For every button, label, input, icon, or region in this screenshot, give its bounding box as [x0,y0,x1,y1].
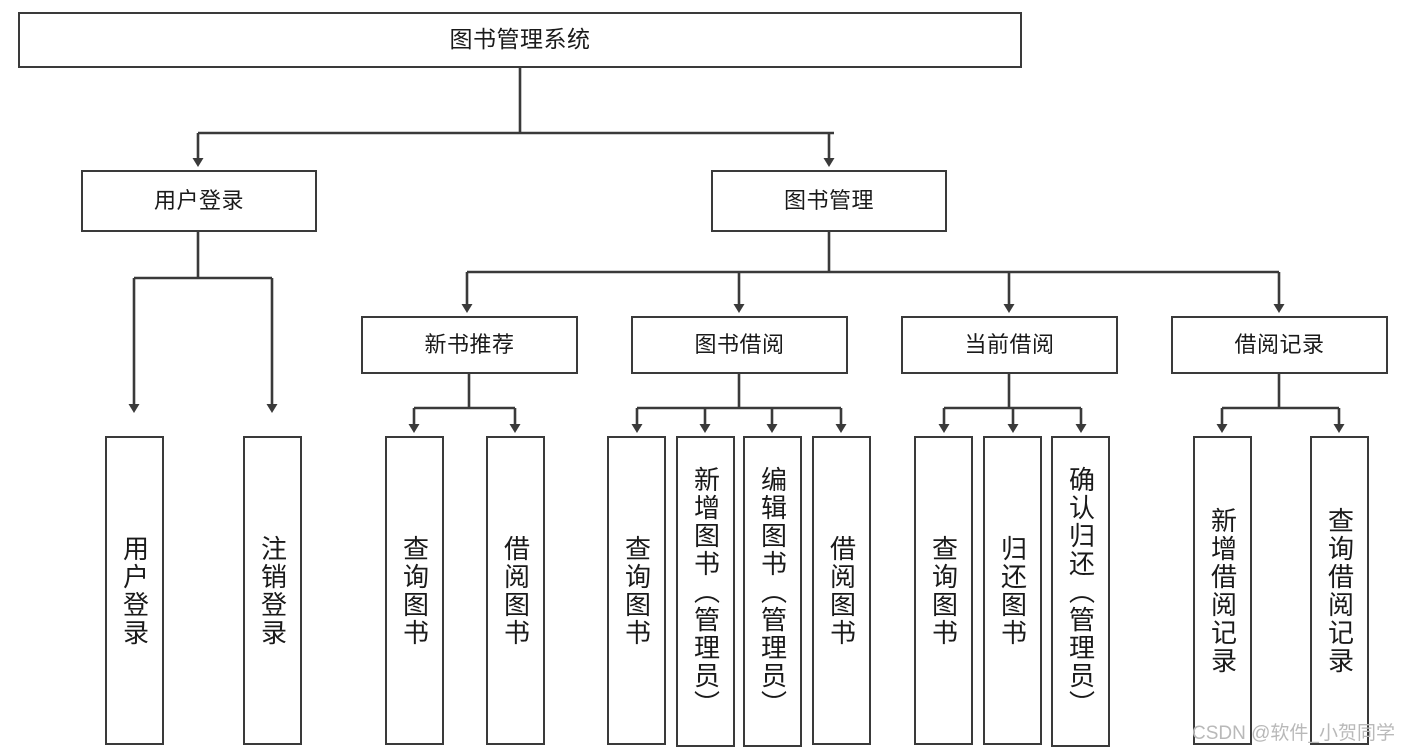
leaf-query-book-current[interactable]: 查询图书 [914,436,973,745]
leaf-query-borrow-record[interactable]: 查询借阅记录 [1310,436,1369,745]
node-label: 新增借阅记录 [1207,506,1238,675]
leaf-edit-book-admin[interactable]: 编辑图书（管理员） [743,436,802,747]
node-label: 归还图书 [997,534,1028,647]
leaf-borrow-book-borrowing[interactable]: 借阅图书 [812,436,871,745]
node-user-login[interactable]: 用户登录 [81,170,317,232]
node-label: 图书管理系统 [449,26,591,53]
node-label: 新增图书（管理员） [690,465,721,718]
node-label: 用户登录 [119,534,150,647]
node-label: 借阅记录 [1234,332,1325,358]
leaf-borrow-book-recommendation[interactable]: 借阅图书 [486,436,545,745]
leaf-return-book[interactable]: 归还图书 [983,436,1042,745]
leaf-logout-login[interactable]: 注销登录 [243,436,302,745]
node-book-management[interactable]: 图书管理 [711,170,947,232]
leaf-add-book-admin[interactable]: 新增图书（管理员） [676,436,735,747]
node-borrowing-record[interactable]: 借阅记录 [1171,316,1388,374]
leaf-query-book-borrowing[interactable]: 查询图书 [607,436,666,745]
leaf-confirm-return-admin[interactable]: 确认归还（管理员） [1051,436,1110,747]
node-label: 查询图书 [928,534,959,647]
node-label: 编辑图书（管理员） [757,465,788,718]
node-current-borrowing[interactable]: 当前借阅 [901,316,1118,374]
node-label: 查询借阅记录 [1324,506,1355,675]
node-label: 注销登录 [257,534,288,647]
node-label: 借阅图书 [500,534,531,647]
node-label: 当前借阅 [964,332,1055,358]
leaf-user-login[interactable]: 用户登录 [105,436,164,745]
node-new-book-recommendation[interactable]: 新书推荐 [361,316,578,374]
node-label: 新书推荐 [424,332,515,358]
leaf-query-book-recommendation[interactable]: 查询图书 [385,436,444,745]
node-label: 用户登录 [153,188,244,214]
node-book-borrowing[interactable]: 图书借阅 [631,316,848,374]
node-label: 借阅图书 [826,534,857,647]
node-label: 图书管理 [783,188,874,214]
node-label: 查询图书 [399,534,430,647]
node-label: 确认归还（管理员） [1065,465,1096,718]
csdn-watermark: CSDN @软件_小贺同学 [1192,723,1395,744]
node-label: 图书借阅 [694,332,785,358]
node-root-book-management-system[interactable]: 图书管理系统 [18,12,1022,68]
leaf-add-borrow-record[interactable]: 新增借阅记录 [1193,436,1252,745]
node-label: 查询图书 [621,534,652,647]
